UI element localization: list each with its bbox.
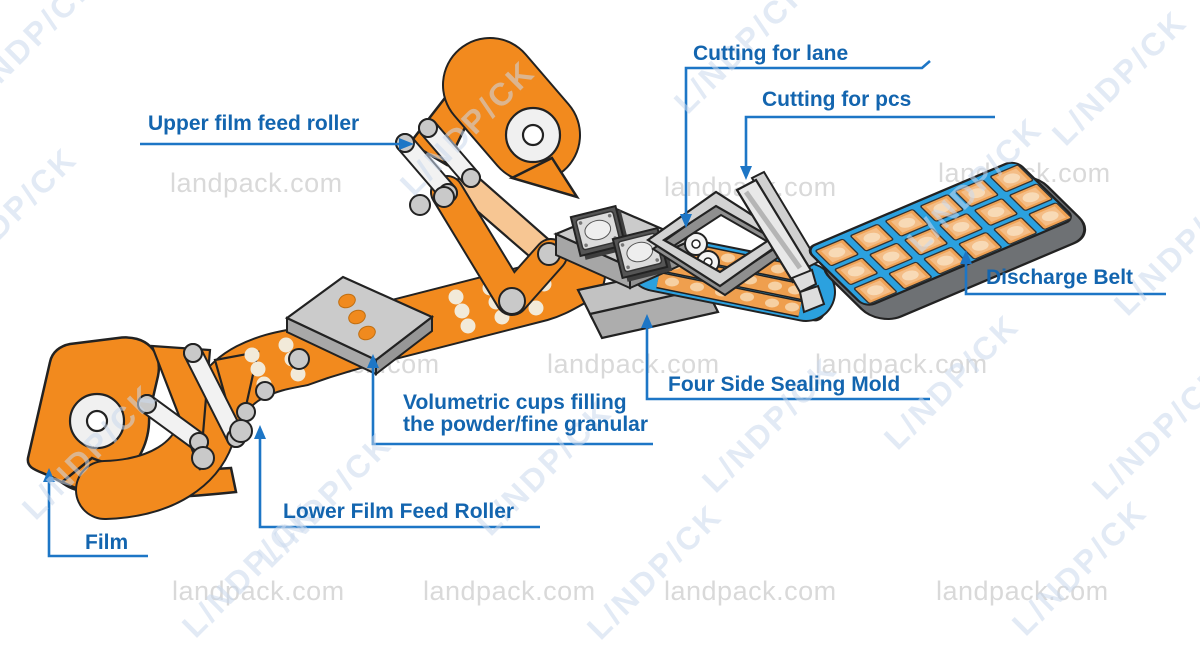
discharge-belt-label: Discharge Belt bbox=[986, 266, 1134, 289]
discharge-belt-arrow bbox=[960, 250, 1166, 296]
cutting-for-pcs-arrow bbox=[740, 115, 995, 180]
pcs-cutting-blade bbox=[735, 170, 826, 314]
upper-film-feed-roller-arrow bbox=[140, 138, 414, 150]
volumetric-cups-label-line2: the powder/fine granular bbox=[403, 413, 649, 436]
volumetric-cups-label: Volumetric cups filling the powder/fine … bbox=[403, 392, 648, 436]
film-label: Film bbox=[85, 531, 129, 554]
four-side-sealing-mold-label: Four Side Sealing Mold bbox=[668, 373, 901, 396]
upper-film-assembly bbox=[395, 37, 581, 316]
cutting-for-lane-arrow bbox=[680, 60, 931, 228]
cutting-for-pcs-label: Cutting for pcs bbox=[762, 88, 912, 111]
lower-guide-rollers bbox=[137, 343, 310, 470]
cutting-for-lane-label: Cutting for lane bbox=[693, 42, 849, 65]
volumetric-cups-arrow bbox=[367, 354, 653, 446]
upper-film-roll bbox=[442, 37, 581, 200]
packing-process-diagram bbox=[26, 37, 1166, 558]
film-arrow bbox=[43, 468, 148, 558]
lower-film-feed-roller-arrow bbox=[254, 425, 540, 529]
volumetric-cups-label-line1: Volumetric cups filling bbox=[403, 391, 627, 414]
discharge-belt bbox=[808, 161, 1087, 320]
volumetric-cups-plate bbox=[284, 275, 435, 377]
four-side-sealing-mold-arrow bbox=[641, 314, 930, 401]
lower-film-feed-roller-label: Lower Film Feed Roller bbox=[283, 500, 515, 523]
upper-film-feed-roller-label: Upper film feed roller bbox=[148, 112, 360, 135]
four-side-sealing-mold bbox=[553, 204, 693, 290]
